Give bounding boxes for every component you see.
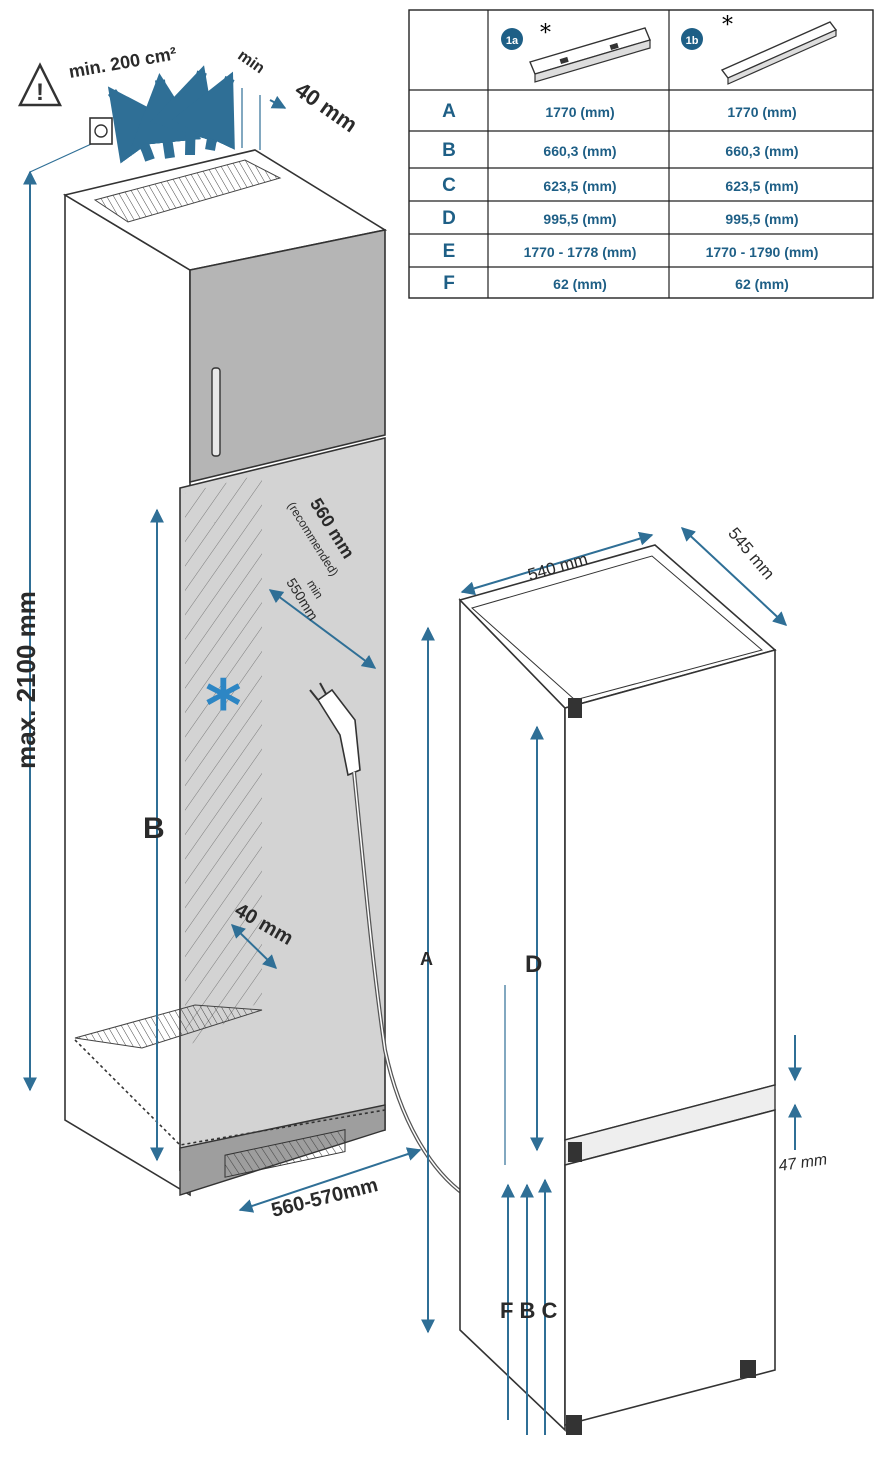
appliance-width-dimension bbox=[460, 531, 654, 596]
power-plug-icon bbox=[309, 682, 361, 777]
table-cell-1b: 660,3 (mm) bbox=[725, 143, 798, 159]
table-row-label: B bbox=[442, 140, 456, 161]
foot-left bbox=[566, 1415, 582, 1435]
hinge-top bbox=[568, 698, 582, 718]
appliance-upper-front bbox=[564, 648, 776, 1142]
table-cell-1b: 1770 (mm) bbox=[727, 104, 796, 120]
min-depth-dimension bbox=[268, 589, 377, 669]
table-cell-1a: 660,3 (mm) bbox=[543, 143, 616, 159]
appliance-letters-fbc: F B C bbox=[500, 1298, 558, 1323]
table-cell-1b: 623,5 (mm) bbox=[725, 178, 798, 194]
niche-letter-b: B bbox=[143, 812, 165, 845]
airflow-area-label: min. 200 cm² bbox=[67, 43, 178, 82]
top-gap-arrow bbox=[269, 95, 287, 109]
table-frame bbox=[408, 9, 874, 299]
floor-outline bbox=[74, 1039, 386, 1146]
max-height-extension-top bbox=[29, 139, 101, 173]
appliance-letter-d: D bbox=[525, 951, 542, 978]
niche-hatched-wall bbox=[185, 474, 262, 1048]
top-vent-grill bbox=[93, 159, 282, 223]
gap-label: 47 mm bbox=[778, 1151, 829, 1175]
table-cell-1b: 1770 - 1790 (mm) bbox=[706, 244, 819, 260]
snowflake-asterisk-icon: * bbox=[205, 665, 242, 747]
appliance-lower-front bbox=[564, 1108, 776, 1427]
appliance-depth-dimension bbox=[680, 527, 788, 626]
table-cell-1a: 995,5 (mm) bbox=[543, 211, 616, 227]
top-gap-min: min bbox=[234, 47, 267, 77]
rear-gap-dimension bbox=[230, 924, 278, 969]
table-cell-1a: 623,5 (mm) bbox=[543, 178, 616, 194]
door-handle bbox=[211, 367, 221, 457]
col-1a-star: * bbox=[540, 21, 551, 46]
table-cell-1a: 62 (mm) bbox=[553, 276, 607, 292]
appliance-letter-a: A bbox=[420, 949, 433, 969]
foot-right bbox=[740, 1360, 756, 1378]
table-row-label: A bbox=[442, 101, 456, 122]
table-cell-1b: 62 (mm) bbox=[735, 276, 789, 292]
table-cell-1b: 995,5 (mm) bbox=[725, 211, 798, 227]
table-rows: A 1770 (mm) 1770 (mm) B 660,3 (mm) 660,3 (mm)… bbox=[442, 101, 818, 294]
table-cell-1a: 1770 - 1778 (mm) bbox=[524, 244, 637, 260]
table-row-label: D bbox=[442, 208, 456, 229]
niche-drawing: max. 2100 mm B * 560 mm (recommended) mi… bbox=[11, 43, 467, 1222]
bracket-1b-icon bbox=[720, 21, 838, 85]
upper-door bbox=[189, 229, 386, 484]
col-1b-star: * bbox=[722, 13, 733, 38]
appliance-drawing: A D F B C 47 mm 540 mm 545 mm bbox=[420, 524, 828, 1435]
airflow-arrows bbox=[107, 65, 235, 164]
warning-triangle-icon: ! bbox=[17, 62, 63, 107]
badge-1b bbox=[681, 28, 703, 50]
svg-text:!: ! bbox=[36, 79, 44, 106]
socket-icon bbox=[89, 117, 113, 145]
badge-1b-label: 1b bbox=[686, 35, 699, 47]
bracket-1a-icon bbox=[529, 27, 651, 83]
niche-width-dimension bbox=[238, 1147, 422, 1213]
max-height-label: max. 2100 mm bbox=[11, 591, 41, 769]
top-gap-value: 40 mm bbox=[291, 77, 362, 137]
dimension-table: 1a * 1b * A 1770 (mm) 1770 (mm) B 660,3 (mm)… bbox=[408, 9, 874, 299]
table-row-label: C bbox=[442, 175, 456, 196]
table-row-label: F bbox=[443, 273, 455, 294]
hinge-middle bbox=[568, 1142, 582, 1162]
badge-1a-label: 1a bbox=[506, 35, 519, 47]
table-row-label: E bbox=[443, 241, 456, 262]
table-cell-1a: 1770 (mm) bbox=[545, 104, 614, 120]
badge-1a bbox=[501, 28, 523, 50]
